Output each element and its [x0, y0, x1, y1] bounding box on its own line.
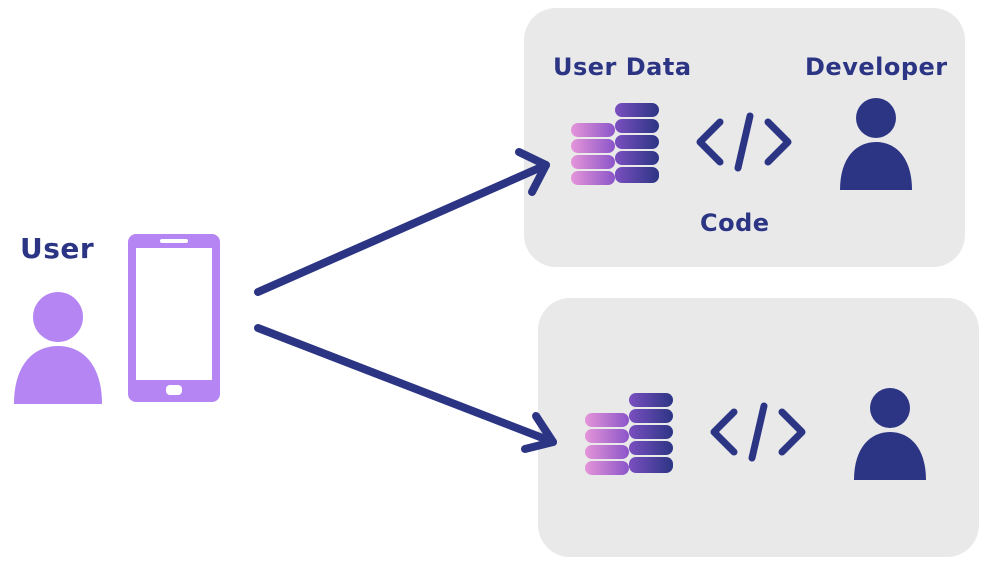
developer-icon [854, 388, 926, 480]
arrow-icon-top [254, 148, 550, 296]
user-label: User [20, 232, 95, 265]
smartphone-icon [128, 234, 220, 402]
developer-label: Developer [805, 53, 948, 81]
database-icon [585, 393, 673, 475]
user-data-label: User Data [553, 53, 692, 81]
developer-icon [840, 98, 912, 190]
code-label: Code [700, 209, 770, 237]
user-icon [14, 292, 102, 404]
code-icon [696, 112, 792, 172]
database-icon [571, 103, 659, 185]
arrow-icon-bottom [254, 324, 557, 453]
code-icon [710, 402, 806, 462]
